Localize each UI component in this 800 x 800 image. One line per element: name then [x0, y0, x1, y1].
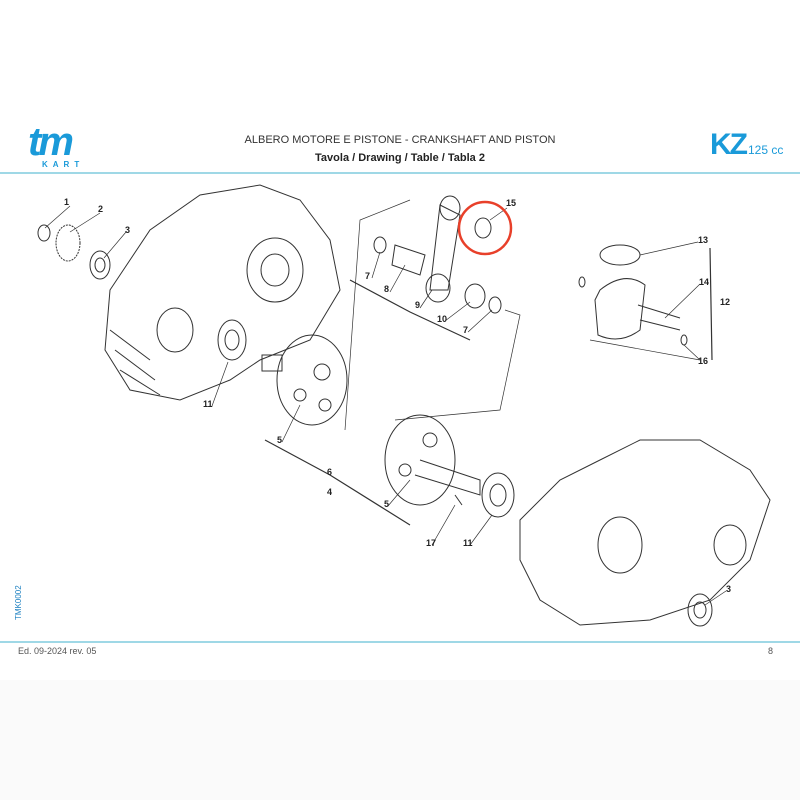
logo-subtext: KART [42, 160, 85, 169]
model-name: KZ [710, 128, 748, 161]
page-subtitle: Tavola / Drawing / Table / Tabla 2 [315, 152, 485, 164]
logo-text: tm [28, 120, 74, 164]
page-gap [0, 680, 800, 800]
callout-6: 6 [327, 467, 332, 477]
edition-text: Ed. 09-2024 rev. 05 [18, 646, 97, 656]
page-number: 8 [768, 646, 774, 656]
highlight-circle [457, 200, 513, 256]
callout-3b: 3 [726, 584, 731, 594]
tm-kart-logo: tm KART [28, 120, 92, 170]
callout-14: 14 [699, 277, 709, 287]
left-crankcase [104, 184, 341, 401]
callout-1: 1 [64, 197, 69, 207]
callout-11b: 11 [463, 538, 473, 548]
callout-3: 3 [125, 225, 130, 235]
callout-9: 9 [415, 300, 420, 310]
document-code: TMK0002 [14, 585, 23, 620]
callout-5b: 5 [384, 499, 389, 509]
page-title: ALBERO MOTORE E PISTONE - CRANKSHAFT AND… [244, 134, 556, 146]
callout-2: 2 [98, 204, 103, 214]
right-crankcase [519, 439, 771, 626]
exploded-parts-diagram: 1 2 3 15 13 14 12 16 7 8 9 10 7 11 5 6 4… [37, 184, 771, 627]
connecting-rod [429, 204, 461, 291]
callout-13: 13 [698, 235, 708, 245]
callout-7: 7 [365, 271, 370, 281]
model-displacement: 125 cc [748, 143, 784, 157]
callout-4: 4 [327, 487, 332, 497]
callout-7b: 7 [463, 325, 468, 335]
callout-8: 8 [384, 284, 389, 294]
document-page: tm KART ALBERO MOTORE E PISTONE - CRANKS… [0, 120, 800, 656]
callout-17: 17 [426, 538, 436, 548]
callout-10: 10 [437, 314, 447, 324]
callout-5: 5 [277, 435, 282, 445]
header-divider [0, 172, 800, 174]
callout-15: 15 [506, 198, 516, 208]
callout-11: 11 [203, 399, 213, 409]
callout-12: 12 [720, 297, 730, 307]
footer-divider [0, 641, 800, 643]
callout-16: 16 [698, 356, 708, 366]
